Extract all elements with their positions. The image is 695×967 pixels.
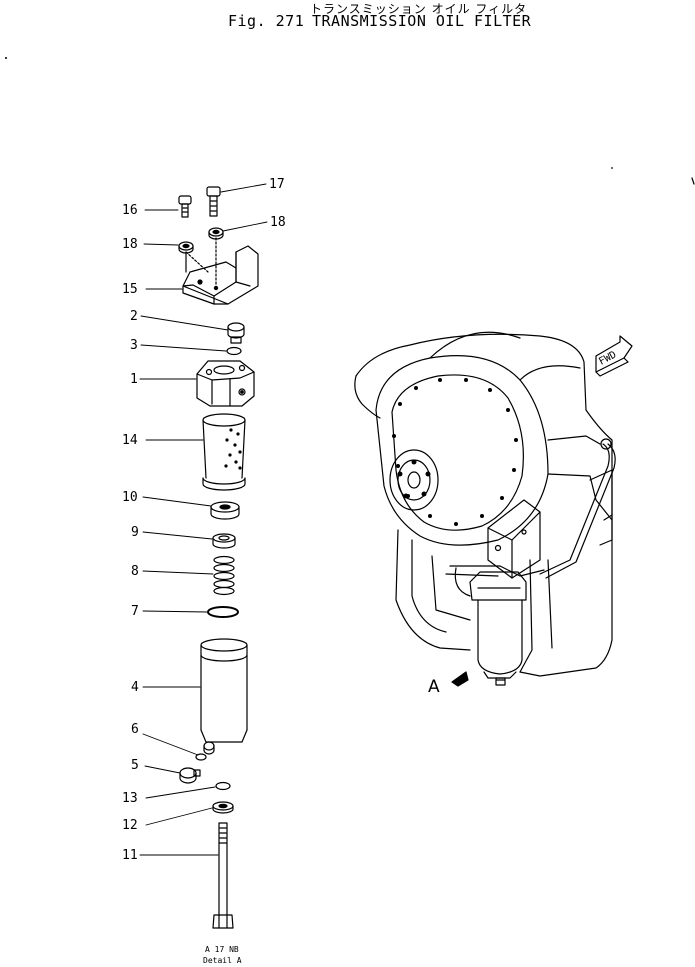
part-9-seat — [212, 533, 236, 549]
part-11-center-bolt — [212, 822, 234, 929]
part-18-washer-left — [178, 241, 194, 254]
part-13-o-ring — [215, 781, 231, 791]
callout-10: 10 — [122, 490, 138, 505]
callout-12: 12 — [122, 818, 138, 833]
callout-2: 2 — [130, 309, 138, 324]
part-14-filter-element — [202, 413, 246, 491]
leader-lines — [139, 183, 268, 856]
part-10-valve — [210, 501, 240, 520]
stray-mark — [5, 57, 7, 59]
callout-3: 3 — [130, 338, 138, 353]
callout-17: 17 — [269, 177, 285, 192]
part-15-bracket — [182, 237, 259, 305]
callout-18-left: 18 — [122, 237, 138, 252]
view-a-letter: A — [428, 677, 440, 697]
part-1-filter-head — [196, 360, 255, 407]
callout-5: 5 — [131, 758, 139, 773]
japanese-title: トランスミッション オイル フィルタ — [310, 2, 528, 16]
stray-mark — [611, 167, 613, 169]
callout-4: 4 — [131, 680, 139, 695]
callout-6: 6 — [131, 722, 139, 737]
forward-direction-arrow: FWD — [595, 335, 633, 377]
part-6-o-ring — [195, 753, 207, 761]
callout-18-right: 18 — [270, 215, 286, 230]
figure-title: TRANSMISSION OIL FILTER — [312, 12, 532, 30]
drain-boss — [203, 741, 215, 755]
view-a-marker: A — [428, 671, 469, 697]
callout-11: 11 — [122, 848, 138, 863]
fwd-label: FWD — [597, 349, 618, 367]
callout-9: 9 — [131, 525, 139, 540]
part-5-drain-plug — [179, 767, 201, 784]
stray-mark — [691, 177, 695, 185]
part-18-washer-right — [208, 227, 224, 240]
callout-15: 15 — [122, 282, 138, 297]
part-12-washer — [212, 801, 234, 814]
figure-number: Fig. 271 — [228, 12, 305, 30]
part-17-bolt — [206, 186, 221, 217]
callout-14: 14 — [122, 433, 138, 448]
part-3-o-ring — [226, 346, 242, 356]
part-8-spring — [213, 555, 235, 596]
callout-1: 1 — [130, 372, 138, 387]
detail-caption-line2: Detail A — [203, 956, 242, 965]
callout-16: 16 — [122, 203, 138, 218]
part-2-plug — [227, 322, 245, 344]
callout-labels: 17 16 18 18 15 2 3 1 14 10 9 8 7 4 6 5 1… — [122, 177, 286, 863]
callout-8: 8 — [131, 564, 139, 579]
callout-13: 13 — [122, 791, 138, 806]
transmission-assembly — [354, 331, 616, 686]
part-16-bolt — [178, 195, 192, 218]
part-4-case — [200, 638, 248, 743]
part-7-o-ring — [207, 606, 239, 618]
detail-caption-line1: A 17 NB — [205, 945, 239, 954]
callout-7: 7 — [131, 604, 139, 619]
